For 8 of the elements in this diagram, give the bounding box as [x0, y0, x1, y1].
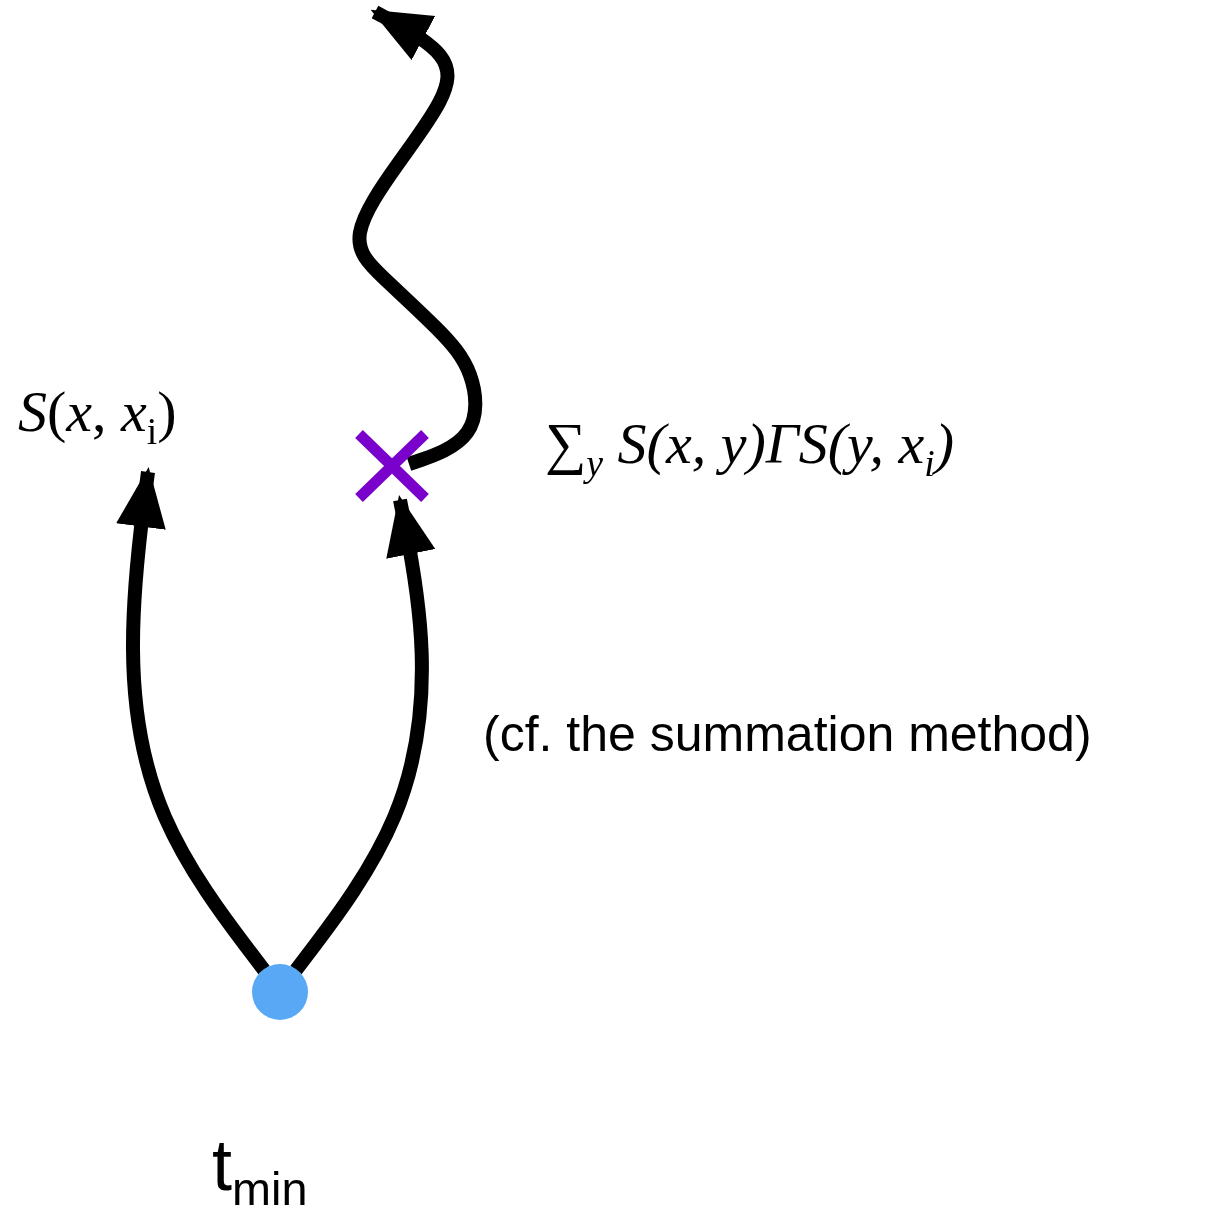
- note-text: (cf. the summation method): [483, 705, 1092, 763]
- time-label: t$_{min}$: [212, 1124, 308, 1217]
- start-dot: [252, 964, 308, 1020]
- formula-label: ∑$_{y}$ S(x, y)ΓS(y, x$_{i}$): [545, 410, 955, 485]
- vertex-cross-mark: [355, 430, 429, 502]
- curved-arrow: [116, 467, 270, 975]
- curved-arrow: [290, 495, 436, 975]
- formula-label: S(x, x$_{i}$): [18, 379, 177, 444]
